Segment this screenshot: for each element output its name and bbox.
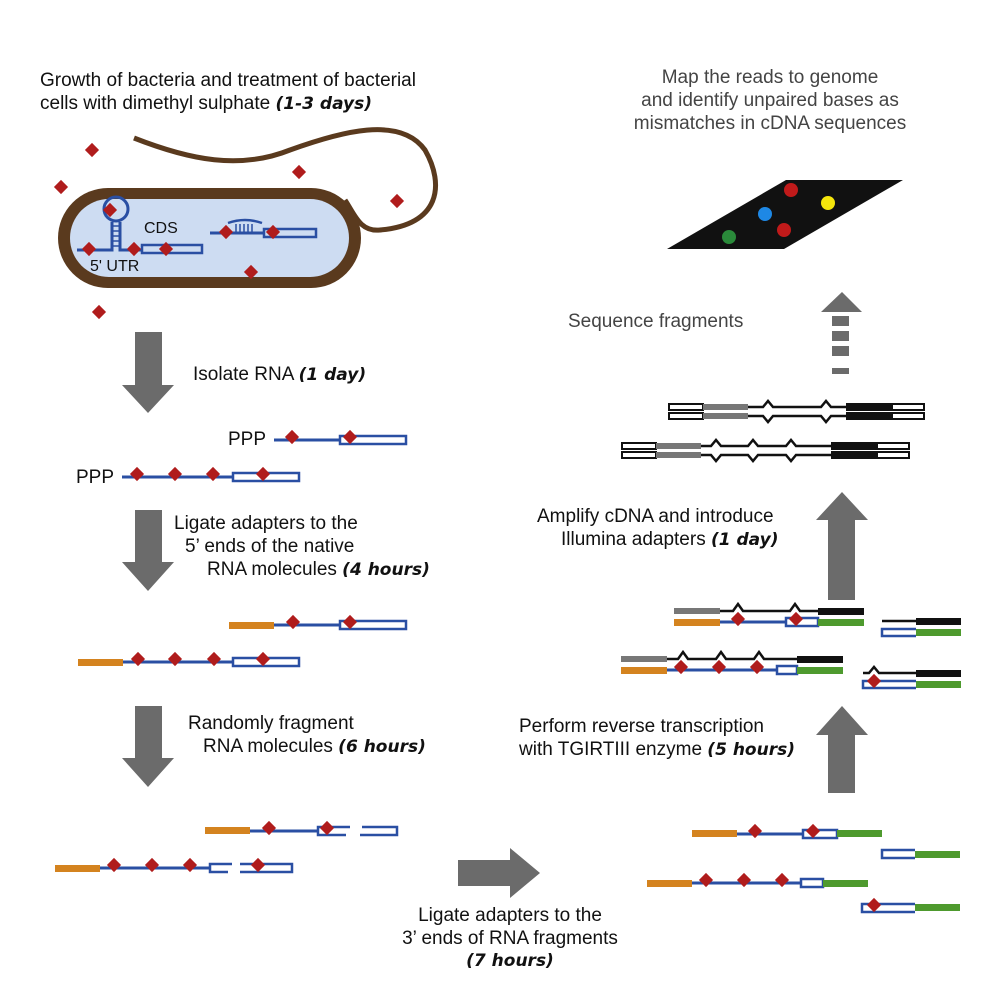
step-ligate3-duration: (7 hours) xyxy=(466,951,554,971)
step-isolate-text: Isolate RNA xyxy=(193,364,294,385)
reverse-transcription-products xyxy=(621,601,961,690)
step-map-line1: Map the reads to genome xyxy=(661,67,879,88)
arrow-up-amplify xyxy=(816,492,868,600)
cds-label: CDS xyxy=(144,220,178,237)
flowcell-dot-red xyxy=(784,183,798,197)
flowcell-dot-yellow xyxy=(821,196,835,210)
ppp-label-1: PPP xyxy=(228,429,267,450)
fragmented-rna xyxy=(55,825,399,874)
arrow-down-ligate5 xyxy=(122,510,174,591)
step-growth-text2: cells with dimethyl sulphate xyxy=(40,93,271,114)
amplified-cdna xyxy=(621,399,925,463)
flowcell xyxy=(667,180,903,249)
step-amplify-line1: Amplify cDNA and introduce xyxy=(537,506,774,527)
step-map-label: Map the reads to genome and identify unp… xyxy=(570,66,970,135)
step-isolate-duration: (1 day) xyxy=(298,365,367,385)
ppp-label-2: PPP xyxy=(76,467,115,488)
step-rt-label: Perform reverse transcription with TGIRT… xyxy=(519,715,795,762)
step-ligate5-line2: 5’ ends of the native xyxy=(185,536,355,557)
step-ligate5-line3: RNA molecules xyxy=(207,559,337,580)
step-growth-label: Growth of bacteria and treatment of bact… xyxy=(40,69,416,116)
step-ligate3-line2: 3’ ends of RNA fragments xyxy=(402,928,618,949)
step-fragment-label: Randomly fragment RNA molecules (6 hours… xyxy=(188,712,426,759)
step-ligate5-line1: Ligate adapters to the xyxy=(174,513,358,534)
bound-rna xyxy=(210,218,318,239)
step-rt-duration: (5 hours) xyxy=(707,740,795,760)
arrow-right-ligate3 xyxy=(458,848,540,898)
step-growth-duration: (1-3 days) xyxy=(275,94,373,114)
step-amplify-label: Amplify cDNA and introduce Illumina adap… xyxy=(537,505,778,552)
step-rt-line2: with TGIRTIII enzyme xyxy=(519,739,703,760)
bacterium xyxy=(53,127,439,320)
step-fragment-line2: RNA molecules xyxy=(203,736,333,757)
flowcell-dot-blue xyxy=(758,207,772,221)
step-amplify-duration: (1 day) xyxy=(710,530,779,550)
arrow-up-sequence-dashed xyxy=(821,292,862,374)
step-ligate3-line1: Ligate adapters to the xyxy=(418,905,602,926)
step-amplify-line2: Illumina adapters xyxy=(561,529,706,550)
step-map-line2: and identify unpaired bases as xyxy=(641,90,899,111)
cytoplasm xyxy=(70,199,349,277)
flowcell-dot-red xyxy=(777,223,791,237)
step-rt-line1: Perform reverse transcription xyxy=(519,716,764,737)
step-ligate5-duration: (4 hours) xyxy=(342,560,430,580)
step-fragment-duration: (6 hours) xyxy=(338,737,426,757)
flagellum xyxy=(133,127,439,233)
step-sequence-label: Sequence fragments xyxy=(568,311,744,332)
arrow-down-isolate xyxy=(122,332,174,413)
step-ligate3-label: Ligate adapters to the 3’ ends of RNA fr… xyxy=(370,904,650,973)
step-ligate5-label: Ligate adapters to the 5’ ends of the na… xyxy=(174,512,430,582)
utr-label: 5' UTR xyxy=(90,258,140,275)
three-prime-ligated-fragments xyxy=(647,828,960,914)
arrow-down-fragment xyxy=(122,706,174,787)
step-map-line3: mismatches in cDNA sequences xyxy=(633,113,907,134)
step-growth-text: Growth of bacteria and treatment of bact… xyxy=(40,70,416,91)
arrow-up-rt xyxy=(816,706,868,793)
step-isolate-label: Isolate RNA (1 day) xyxy=(193,363,366,387)
flowcell-dot-green xyxy=(722,230,736,244)
step-fragment-line1: Randomly fragment xyxy=(188,713,354,734)
adapter-ligated-rna xyxy=(78,619,408,668)
